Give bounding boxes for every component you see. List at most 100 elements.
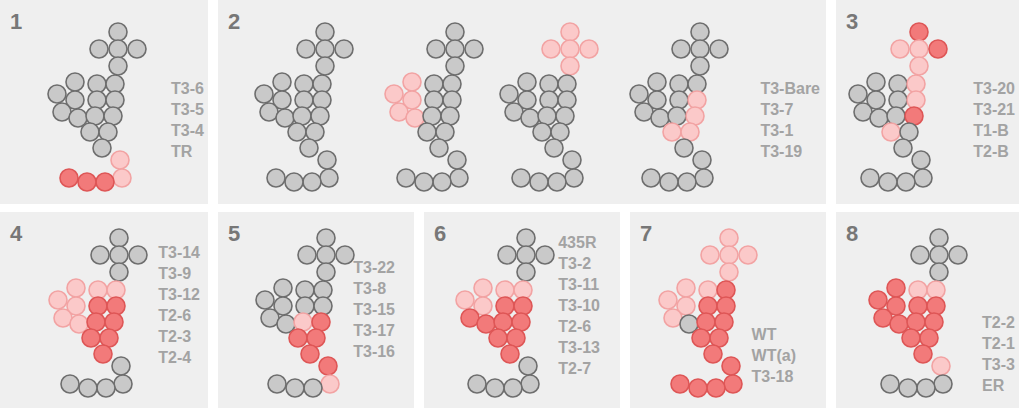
residue-circle — [891, 40, 909, 58]
residue-circle — [720, 229, 738, 247]
residue-circle — [691, 57, 709, 75]
residue-circle — [316, 40, 334, 58]
residue-circle — [110, 263, 128, 281]
residue-circle — [558, 91, 576, 109]
residue-circle — [897, 173, 915, 191]
residue-circle — [932, 357, 950, 375]
residue-circle — [949, 246, 967, 264]
residue-cluster — [659, 229, 757, 397]
residue-circle — [114, 375, 132, 393]
residue-circle — [542, 40, 560, 58]
residue-circle — [548, 173, 566, 191]
residue-circle — [288, 123, 306, 141]
residue-circle — [914, 345, 932, 363]
residue-circle — [724, 375, 742, 393]
sample-label: 435R — [558, 232, 600, 253]
residue-circle — [415, 173, 433, 191]
residue-circle — [255, 85, 273, 103]
residue-circle — [128, 40, 146, 58]
residue-circle — [67, 279, 85, 297]
residue-circle — [720, 246, 738, 264]
sample-label: T3-6 — [171, 78, 204, 99]
residue-circle — [111, 151, 129, 169]
residue-cluster — [630, 23, 728, 191]
sample-label: ER — [982, 375, 1015, 396]
residue-cluster — [849, 23, 947, 191]
residue-circle — [298, 246, 316, 264]
sample-label: T3-8 — [353, 278, 395, 299]
residue-circle — [642, 169, 660, 187]
residue-circle — [320, 169, 338, 187]
residue-circle — [446, 23, 464, 41]
residue-circle — [722, 357, 740, 375]
residue-circle — [561, 23, 579, 41]
residue-circle — [917, 379, 935, 397]
sample-label: T2-7 — [558, 358, 600, 379]
sample-label: T2-6 — [558, 316, 600, 337]
residue-circle — [425, 91, 443, 109]
residue-circle — [397, 169, 415, 187]
residue-circle — [894, 139, 912, 157]
residue-circle — [517, 263, 535, 281]
residue-circle — [49, 291, 67, 309]
residue-circle — [907, 91, 925, 109]
panel-number: 5 — [228, 221, 240, 247]
sample-label: T3-10 — [558, 295, 600, 316]
sample-label: T3-Bare — [760, 78, 820, 99]
panel-box: 4T3-14T3-9T3-12T2-6T2-3T2-4 — [0, 212, 208, 408]
sample-label: T3-1 — [760, 120, 820, 141]
sample-label: WT(a) — [752, 345, 796, 366]
residue-circle — [580, 40, 598, 58]
residue-circle — [79, 379, 97, 397]
residue-circle — [496, 297, 514, 315]
residue-circle — [90, 40, 108, 58]
residue-circle — [446, 40, 464, 58]
residue-cluster — [255, 23, 353, 191]
residue-circle — [670, 91, 688, 109]
label-column: T2-2T2-1T3-3ER — [982, 312, 1015, 396]
residue-circle — [519, 357, 537, 375]
residue-circle — [672, 40, 690, 58]
residue-circle — [512, 169, 530, 187]
sample-label: T3-2 — [558, 253, 600, 274]
residue-circle — [910, 57, 928, 75]
residue-circle — [688, 91, 706, 109]
sample-label: T3-3 — [982, 354, 1015, 375]
sample-label: T3-12 — [158, 284, 200, 305]
residue-circle — [107, 297, 125, 315]
sample-label: T2-2 — [982, 312, 1015, 333]
residue-circle — [486, 379, 504, 397]
residue-circle — [648, 73, 666, 91]
number-holder: 8 — [846, 221, 858, 247]
residue-circle — [561, 57, 579, 75]
residue-circle — [109, 40, 127, 58]
residue-circle — [93, 139, 111, 157]
residue-circle — [78, 173, 96, 191]
sample-label: T2-6 — [158, 305, 200, 326]
residue-circle — [465, 40, 483, 58]
residue-circle — [540, 91, 558, 109]
residue-cluster — [49, 229, 147, 397]
residue-circle — [717, 297, 735, 315]
residue-circle — [879, 173, 897, 191]
residue-circle — [677, 279, 695, 297]
residue-circle — [82, 329, 100, 347]
residue-circle — [881, 375, 899, 393]
residue-circle — [911, 246, 929, 264]
panel-number: 4 — [10, 221, 22, 247]
number-holder: 2 — [228, 9, 240, 35]
sample-label: T3-17 — [353, 320, 395, 341]
residue-circle — [695, 169, 713, 187]
cluster-illustration — [630, 212, 826, 408]
number-holder: 6 — [434, 221, 446, 247]
label-column: T3-6T3-5T3-4TR — [171, 78, 204, 162]
residue-circle — [675, 139, 693, 157]
residue-circle — [691, 23, 709, 41]
residue-circle — [81, 123, 99, 141]
residue-circle — [317, 246, 335, 264]
sample-label: T2-B — [973, 141, 1015, 162]
residue-circle — [317, 229, 335, 247]
residue-circle — [536, 246, 554, 264]
residue-circle — [89, 297, 107, 315]
residue-circle — [887, 279, 905, 297]
